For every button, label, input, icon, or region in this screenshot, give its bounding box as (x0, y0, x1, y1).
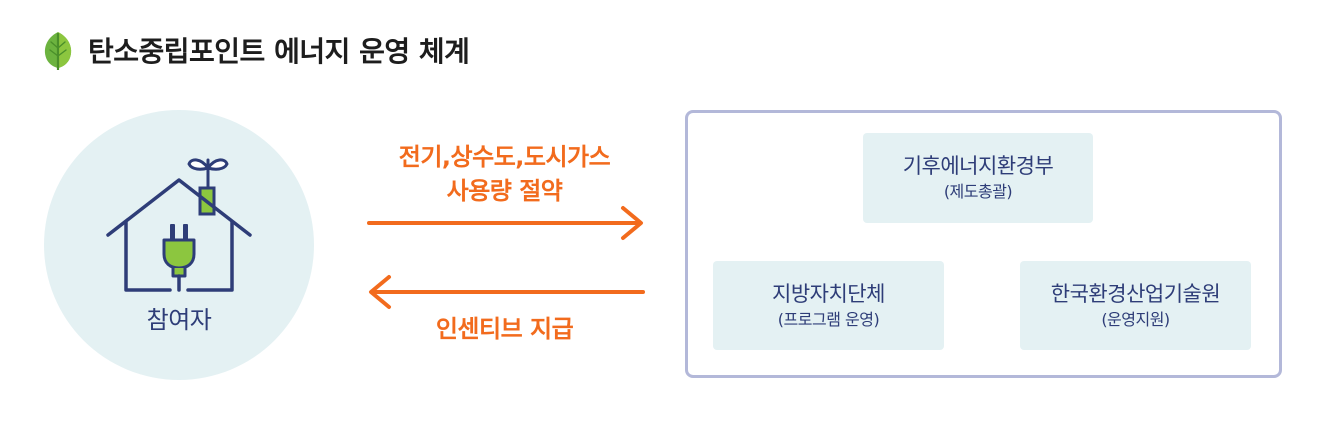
flow-label-saving-line-2: 사용량 절약 (446, 177, 563, 205)
operator-role: (제도총괄) (943, 182, 1013, 201)
operator-institute-box: 한국환경산업기술원 (운영지원) (1020, 261, 1251, 350)
flow-label-saving: 전기,상수도,도시가스 사용량 절약 (352, 140, 657, 208)
operator-local-gov-box: 지방자치단체 (프로그램 운영) (713, 261, 944, 350)
operator-role: (프로그램 운영) (777, 309, 880, 329)
operator-name: 기후에너지환경부 (902, 154, 1054, 178)
participant-label: 참여자 (146, 306, 212, 334)
operator-role: (운영지원) (1101, 309, 1170, 329)
flow-label-saving-line-1: 전기,상수도,도시가스 (398, 143, 611, 171)
page-title: 탄소중립포인트 에너지 운영 체계 (88, 35, 470, 68)
arrow-left-icon (369, 275, 645, 309)
operator-name: 한국환경산업기술원 (1050, 281, 1221, 306)
operator-ministry-box: 기후에너지환경부 (제도총괄) (863, 133, 1093, 223)
page-header: 탄소중립포인트 에너지 운영 체계 (40, 28, 470, 72)
participant-circle: 참여자 (44, 110, 314, 380)
house-plug-icon (106, 158, 252, 292)
leaf-icon (44, 32, 72, 70)
arrow-right-icon (367, 206, 643, 240)
operator-name: 지방자치단체 (772, 281, 885, 306)
flow-label-incentive: 인센티브 지급 (435, 315, 574, 343)
